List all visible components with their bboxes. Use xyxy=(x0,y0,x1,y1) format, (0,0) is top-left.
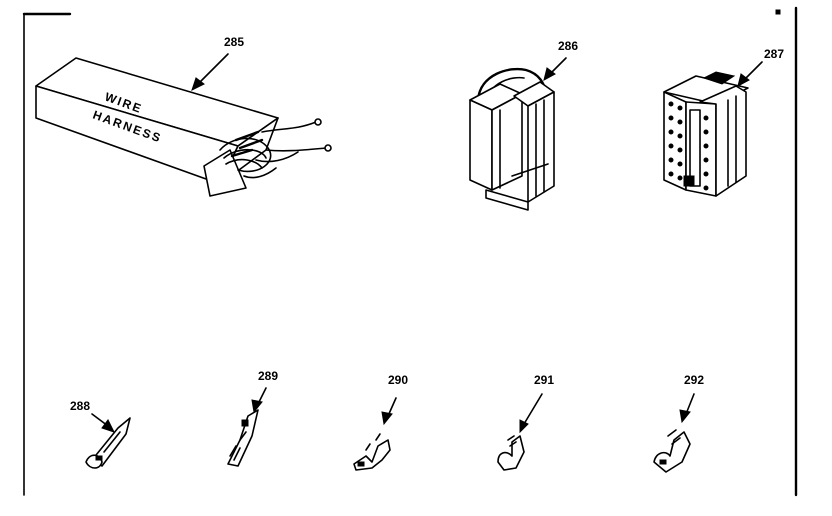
part-label-287: 287 xyxy=(764,47,784,61)
page-border xyxy=(22,6,798,497)
part-290-terminal xyxy=(353,397,397,471)
part-292-terminal xyxy=(653,393,695,473)
part-label-290: 290 xyxy=(388,373,408,387)
part-288-terminal xyxy=(85,413,131,469)
part-289-terminal xyxy=(227,387,267,467)
part-label-292: 292 xyxy=(684,373,704,387)
part-label-286: 286 xyxy=(558,39,578,53)
part-label-289: 289 xyxy=(258,369,278,383)
connector-holes xyxy=(668,101,709,191)
part-285-wire-harness: WIRE HARNESS xyxy=(35,53,332,197)
part-286-connector-housing xyxy=(469,57,567,211)
part-label-288: 288 xyxy=(70,399,90,413)
part-label-285: 285 xyxy=(224,35,244,49)
part-291-terminal xyxy=(497,393,543,471)
part-label-291: 291 xyxy=(534,373,554,387)
part-287-connector-block xyxy=(663,61,763,197)
